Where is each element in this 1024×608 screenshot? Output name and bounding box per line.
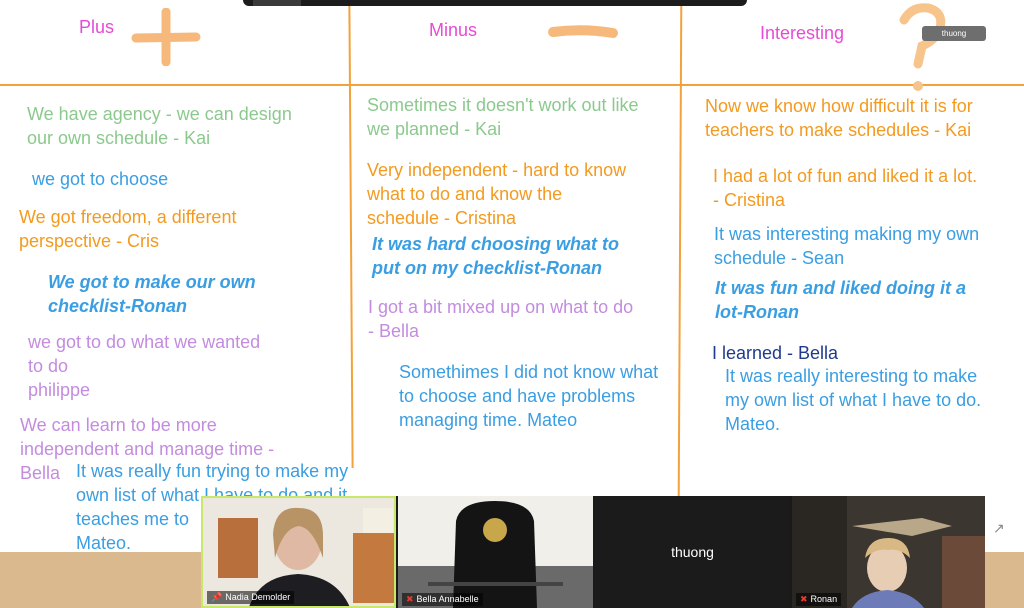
participant-label: ✖Bella Annabelle — [402, 593, 483, 606]
plus-note-7[interactable]: It was really fun trying to make my own … — [76, 461, 349, 553]
participant-video-ronan — [792, 496, 985, 608]
plus-note-6[interactable]: We can learn to be more independent and … — [20, 415, 275, 483]
plus-note-1[interactable]: We have agency - we can design our own s… — [27, 104, 292, 148]
column-heading-interesting: Interesting — [760, 23, 845, 43]
pin-icon: 📌 — [211, 592, 223, 602]
minus-note-1[interactable]: Sometimes it doesn't work out like we pl… — [367, 95, 639, 139]
video-strip: 📌Nadia Demolder ✖Bella Annabelle thuong … — [201, 496, 985, 608]
video-tile-thuong[interactable]: thuong — [595, 496, 790, 608]
column-divider-1 — [348, 5, 354, 469]
interesting-note-5[interactable]: I learned - Bella — [712, 343, 839, 363]
interesting-note-3[interactable]: It was interesting making my own schedul… — [714, 224, 980, 268]
plus-note-4[interactable]: We got to make our own checklist-Ronan — [48, 272, 256, 316]
muted-mic-icon: ✖ — [800, 594, 808, 604]
column-heading-plus: Plus — [79, 17, 115, 37]
video-tile-ronan[interactable]: ✖Ronan — [792, 496, 985, 608]
column-heading-minus: Minus — [429, 20, 478, 40]
minus-note-3[interactable]: It was hard choosing what to put on my c… — [372, 234, 620, 278]
interesting-note-1[interactable]: Now we know how difficult it is for teac… — [705, 96, 973, 140]
plus-note-3[interactable]: We got freedom, a different perspective … — [19, 207, 237, 251]
participant-video-nadia — [203, 498, 394, 606]
video-tile-bella[interactable]: ✖Bella Annabelle — [398, 496, 593, 608]
muted-mic-icon: ✖ — [406, 594, 414, 604]
whiteboard[interactable]: Plus Minus Interesting thuong We have ag… — [0, 0, 1024, 553]
minus-drawing-icon — [548, 25, 618, 38]
header-divider — [0, 84, 1024, 86]
cursor-user-badge: thuong — [922, 26, 986, 41]
participant-name-display: thuong — [671, 544, 714, 560]
plus-note-5[interactable]: we got to do what we wanted to do philip… — [28, 332, 261, 400]
plus-note-2[interactable]: we got to choose — [32, 169, 169, 189]
participant-video-bella — [398, 496, 593, 608]
interesting-note-6[interactable]: It was really interesting to make my own… — [725, 366, 982, 434]
interesting-note-4[interactable]: It was fun and liked doing it a lot-Rona… — [715, 278, 967, 322]
minus-note-5[interactable]: Somethimes I did not know what to choose… — [399, 362, 659, 430]
question-mark-drawing-icon — [899, 3, 946, 91]
interesting-note-2[interactable]: I had a lot of fun and liked it a lot. -… — [713, 166, 978, 210]
toolbar-handle[interactable] — [253, 0, 301, 6]
minus-note-2[interactable]: Very independent - hard to know what to … — [367, 160, 627, 228]
video-tile-nadia[interactable]: 📌Nadia Demolder — [201, 496, 396, 608]
top-toolbar[interactable] — [243, 0, 747, 6]
participant-label: 📌Nadia Demolder — [207, 591, 295, 604]
participant-label: ✖Ronan — [796, 593, 842, 606]
plus-drawing-icon — [131, 8, 201, 66]
expand-icon[interactable]: ↗ — [993, 520, 1005, 536]
minus-note-4[interactable]: I got a bit mixed up on what to do - Bel… — [368, 297, 634, 341]
column-divider-2 — [677, 5, 683, 497]
